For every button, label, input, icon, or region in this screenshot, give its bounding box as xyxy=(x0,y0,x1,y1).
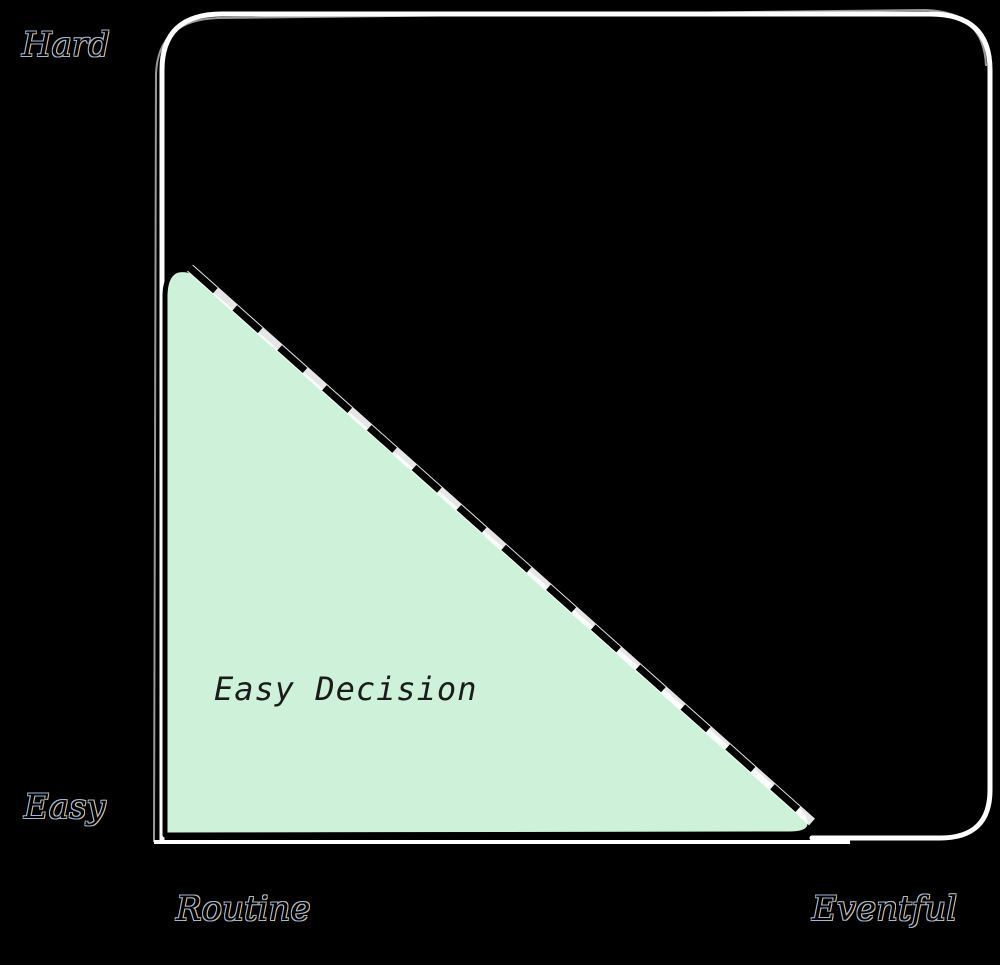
easy-decision-region xyxy=(162,267,813,838)
x-axis-right-label: Eventful xyxy=(812,889,958,929)
y-axis-bottom-label: Easy xyxy=(24,787,106,827)
y-axis-top-label: Hard xyxy=(22,25,110,65)
frame-outline-shadow xyxy=(153,8,987,843)
dashed-boundary xyxy=(187,265,815,825)
easy-decision-label: Easy Decision xyxy=(214,670,478,708)
x-axis-left-label: Routine xyxy=(176,889,311,929)
